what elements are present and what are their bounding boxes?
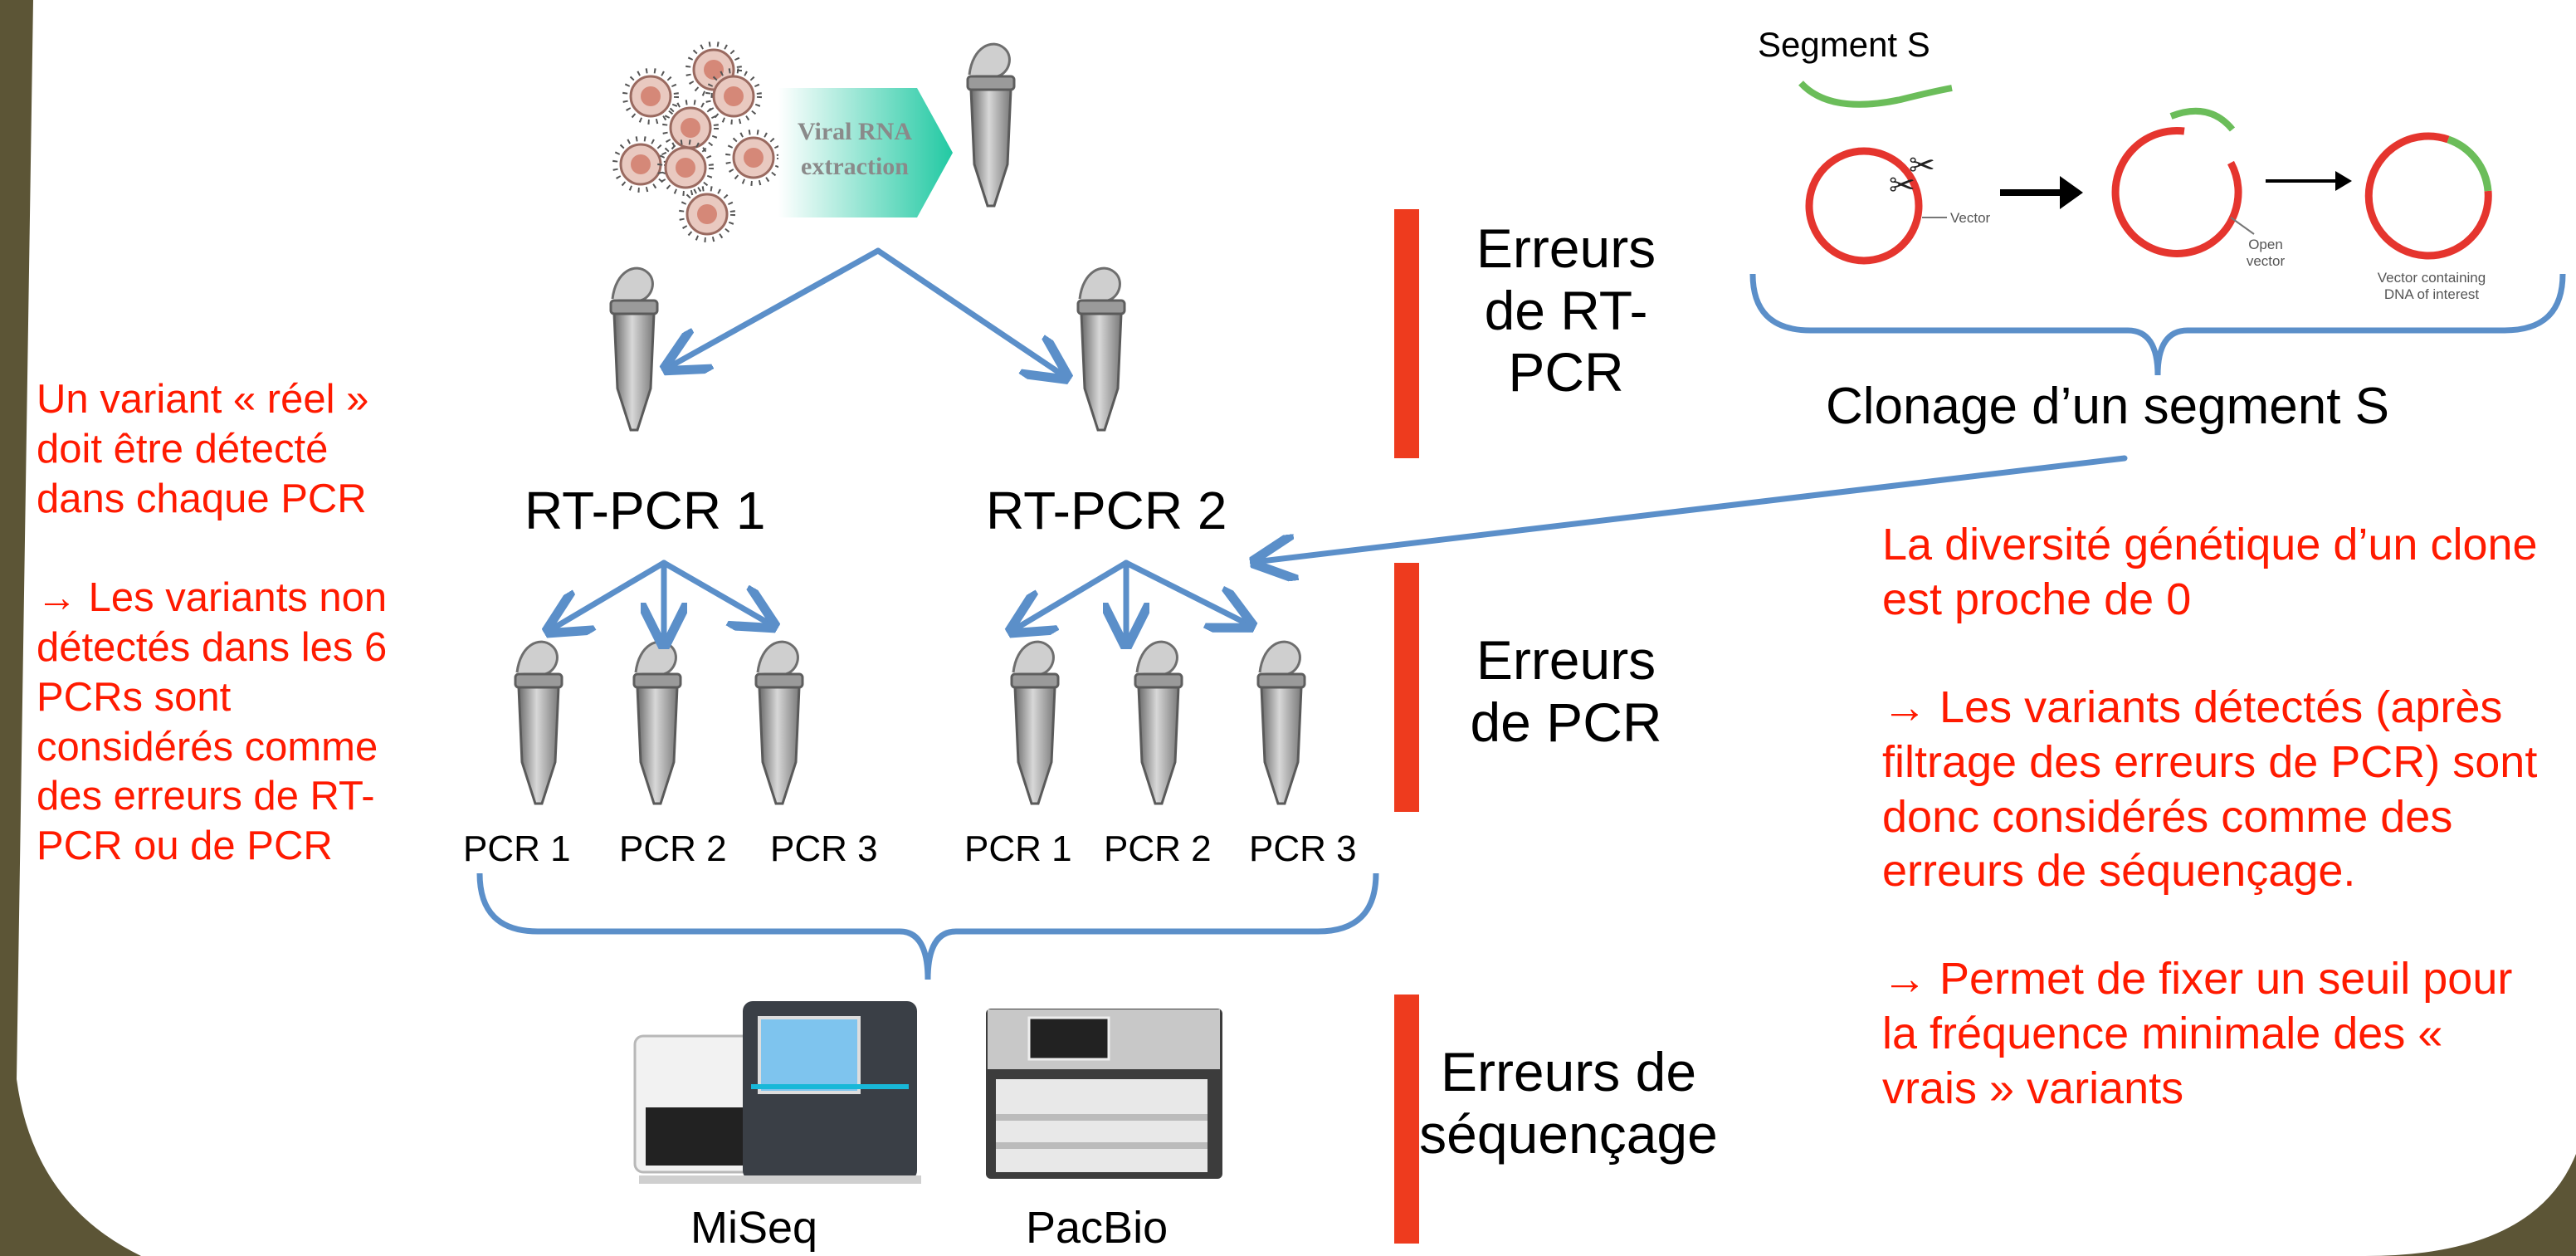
containing-label-2: DNA of interest — [2384, 286, 2480, 302]
virus-icon — [665, 102, 716, 154]
rt-error-line-3: PCR — [1508, 341, 1624, 403]
virus-icon — [681, 188, 733, 240]
open-vector-label-2: vector — [2247, 253, 2286, 269]
pcr-tube-icon — [754, 640, 804, 805]
miseq-sequencer-icon — [633, 1001, 921, 1184]
rt-error-bar — [1394, 209, 1419, 458]
right-note-para-1: La diversité génétique d’un clone est pr… — [1882, 520, 2538, 624]
virus-icon — [708, 71, 759, 122]
extraction-label-2: extraction — [801, 153, 909, 180]
dna-segment — [1798, 81, 1953, 108]
extraction-tube-icon — [966, 42, 1016, 208]
pcr-bracket — [476, 872, 1379, 980]
containing-label-1: Vector containing — [2378, 270, 2486, 286]
pcr-error-bar — [1394, 563, 1419, 812]
pcr-tube-icon — [1134, 640, 1183, 805]
flow-arrows — [554, 247, 2128, 638]
pcr-tube-icon — [632, 640, 682, 805]
arrow-rtpcr2-pcr1 — [1017, 560, 1129, 628]
left-note-para-2: → Les variants non détectés dans les 6 P… — [37, 575, 388, 869]
right-note: La diversité génétique d’un clone est pr… — [1882, 518, 2538, 1117]
arrow-clone-to-rtpcr2 — [1261, 455, 2128, 561]
vector-plasmid — [1805, 147, 1923, 265]
seq-error-line-2: séquençage — [1419, 1102, 1718, 1165]
clone-bracket — [1749, 273, 2566, 376]
pcr-label: PCR 1 — [964, 828, 1072, 869]
pcr-label: PCR 3 — [1249, 828, 1357, 869]
arrow-ligate-head-icon — [2335, 171, 2352, 191]
arrow-rtpcr2-pcr3 — [1123, 560, 1245, 623]
virus-icon — [728, 132, 779, 183]
pcr-tube-icon — [1256, 640, 1306, 805]
miseq-label: MiSeq — [690, 1203, 818, 1253]
pcr-tube-icon — [1010, 640, 1060, 805]
right-note-para-3: → Permet de fixer un seuil pour la fréqu… — [1882, 954, 2513, 1113]
virus-icon — [625, 71, 676, 122]
cloning-diagram: ✂ ✂ Vector Open vector Vector containing… — [1798, 81, 2492, 302]
pacbio-sequencer-icon — [986, 1009, 1222, 1179]
pcr-error-label: Erreurs de PCR — [1429, 629, 1703, 753]
rtpcr1-tube-icon — [609, 266, 659, 432]
open-vector-leader-line — [2230, 217, 2255, 235]
segment-label: Segment S — [1758, 25, 1930, 64]
virus-particles — [615, 44, 779, 240]
rt-error-line-1: Erreurs — [1476, 217, 1656, 279]
rt-error-label: Erreurs de RT- PCR — [1429, 217, 1703, 403]
rtpcr1-label: RT-PCR 1 — [524, 481, 766, 540]
right-note-para-2: → Les variants détectés (après filtrage … — [1882, 682, 2538, 897]
scissors-icon: ✂ — [1889, 169, 1915, 203]
open-vector-plasmid — [2111, 126, 2242, 257]
pcr-error-line-2: de PCR — [1470, 691, 1662, 753]
left-note: Un variant « réel » doit être détecté da… — [37, 375, 427, 872]
arrow-rtpcr1-pcr3 — [661, 560, 768, 623]
left-note-para-1: Un variant « réel » doit être détecté da… — [37, 377, 369, 521]
arrow-rtpcr1-pcr1 — [554, 560, 667, 628]
recombinant-vector-red — [2364, 132, 2492, 260]
arrow-to-rtpcr2 — [875, 247, 1061, 374]
clone-caption: Clonage d’un segment S — [1826, 378, 2390, 435]
virus-icon — [660, 142, 711, 193]
scissors-icon: ✂ — [1909, 149, 1935, 183]
extraction-label-1: Viral RNA — [798, 118, 912, 145]
pcr-label: PCR 1 — [463, 828, 571, 869]
arrow-to-rtpcr1 — [672, 247, 881, 365]
rt-error-line-2: de RT- — [1484, 279, 1648, 341]
recombinant-vector-green — [2447, 135, 2492, 192]
arrow-cut-head-icon — [2060, 176, 2083, 209]
open-vector-label-1: Open — [2248, 237, 2283, 252]
pacbio-label: PacBio — [1026, 1203, 1168, 1253]
vector-label: Vector — [1950, 210, 1991, 226]
seq-error-line-1: Erreurs de — [1440, 1041, 1697, 1102]
seq-error-bar — [1394, 995, 1419, 1244]
pcr-tube-icon — [514, 640, 564, 805]
pcr-error-line-1: Erreurs — [1476, 629, 1656, 691]
rtpcr2-label: RT-PCR 2 — [986, 481, 1227, 540]
rtpcr2-tube-icon — [1076, 266, 1126, 432]
pcr-label: PCR 2 — [619, 828, 727, 869]
extraction-arrow — [778, 88, 953, 217]
pcr-label: PCR 2 — [1104, 828, 1212, 869]
pcr-label: PCR 3 — [770, 828, 878, 869]
insert-segment — [2169, 107, 2236, 132]
seq-error-label: Erreurs de séquençage — [1411, 1041, 1726, 1165]
